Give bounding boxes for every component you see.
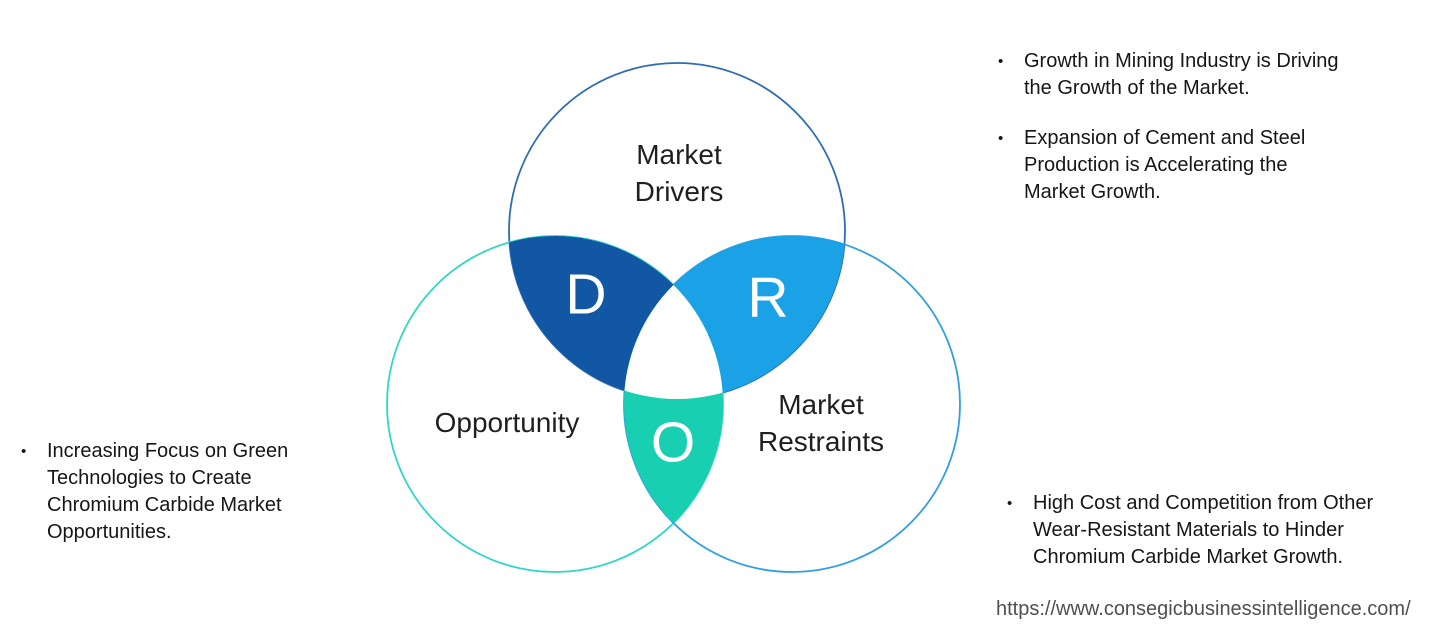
bullet-icon: • <box>998 130 1004 147</box>
restraints-bullet-list: • High Cost and Competition from Other W… <box>1004 490 1449 571</box>
opportunity-label: Opportunity <box>434 407 580 438</box>
bullet-icon: • <box>21 443 27 460</box>
letter-r: R <box>747 265 789 330</box>
bullet-icon: • <box>998 53 1004 70</box>
bullet-item: • Growth in Mining Industry is Driving t… <box>995 48 1440 102</box>
market-restraints-label: Market Restraints <box>757 389 885 457</box>
drivers-bullet-list: • Growth in Mining Industry is Driving t… <box>995 48 1440 206</box>
market-drivers-label: Market Drivers <box>634 139 724 207</box>
opportunity-bullet-list: • Increasing Focus on Green Technologies… <box>18 438 368 546</box>
bullet-item: • Increasing Focus on Green Technologies… <box>18 438 368 546</box>
letter-d: D <box>565 262 607 327</box>
bullet-icon: • <box>1007 495 1013 512</box>
bullet-text: Increasing Focus on Green Technologies t… <box>47 440 289 543</box>
bullet-text: Growth in Mining Industry is Driving the… <box>1024 50 1339 99</box>
source-url: https://www.consegicbusinessintelligence… <box>996 598 1411 620</box>
bullet-text: Expansion of Cement and Steel Production… <box>1024 127 1306 203</box>
bullet-item: • High Cost and Competition from Other W… <box>1004 490 1449 571</box>
bullet-item: • Expansion of Cement and Steel Producti… <box>995 125 1440 206</box>
bullet-text: High Cost and Competition from Other Wea… <box>1033 492 1374 568</box>
letter-o: O <box>650 410 696 475</box>
